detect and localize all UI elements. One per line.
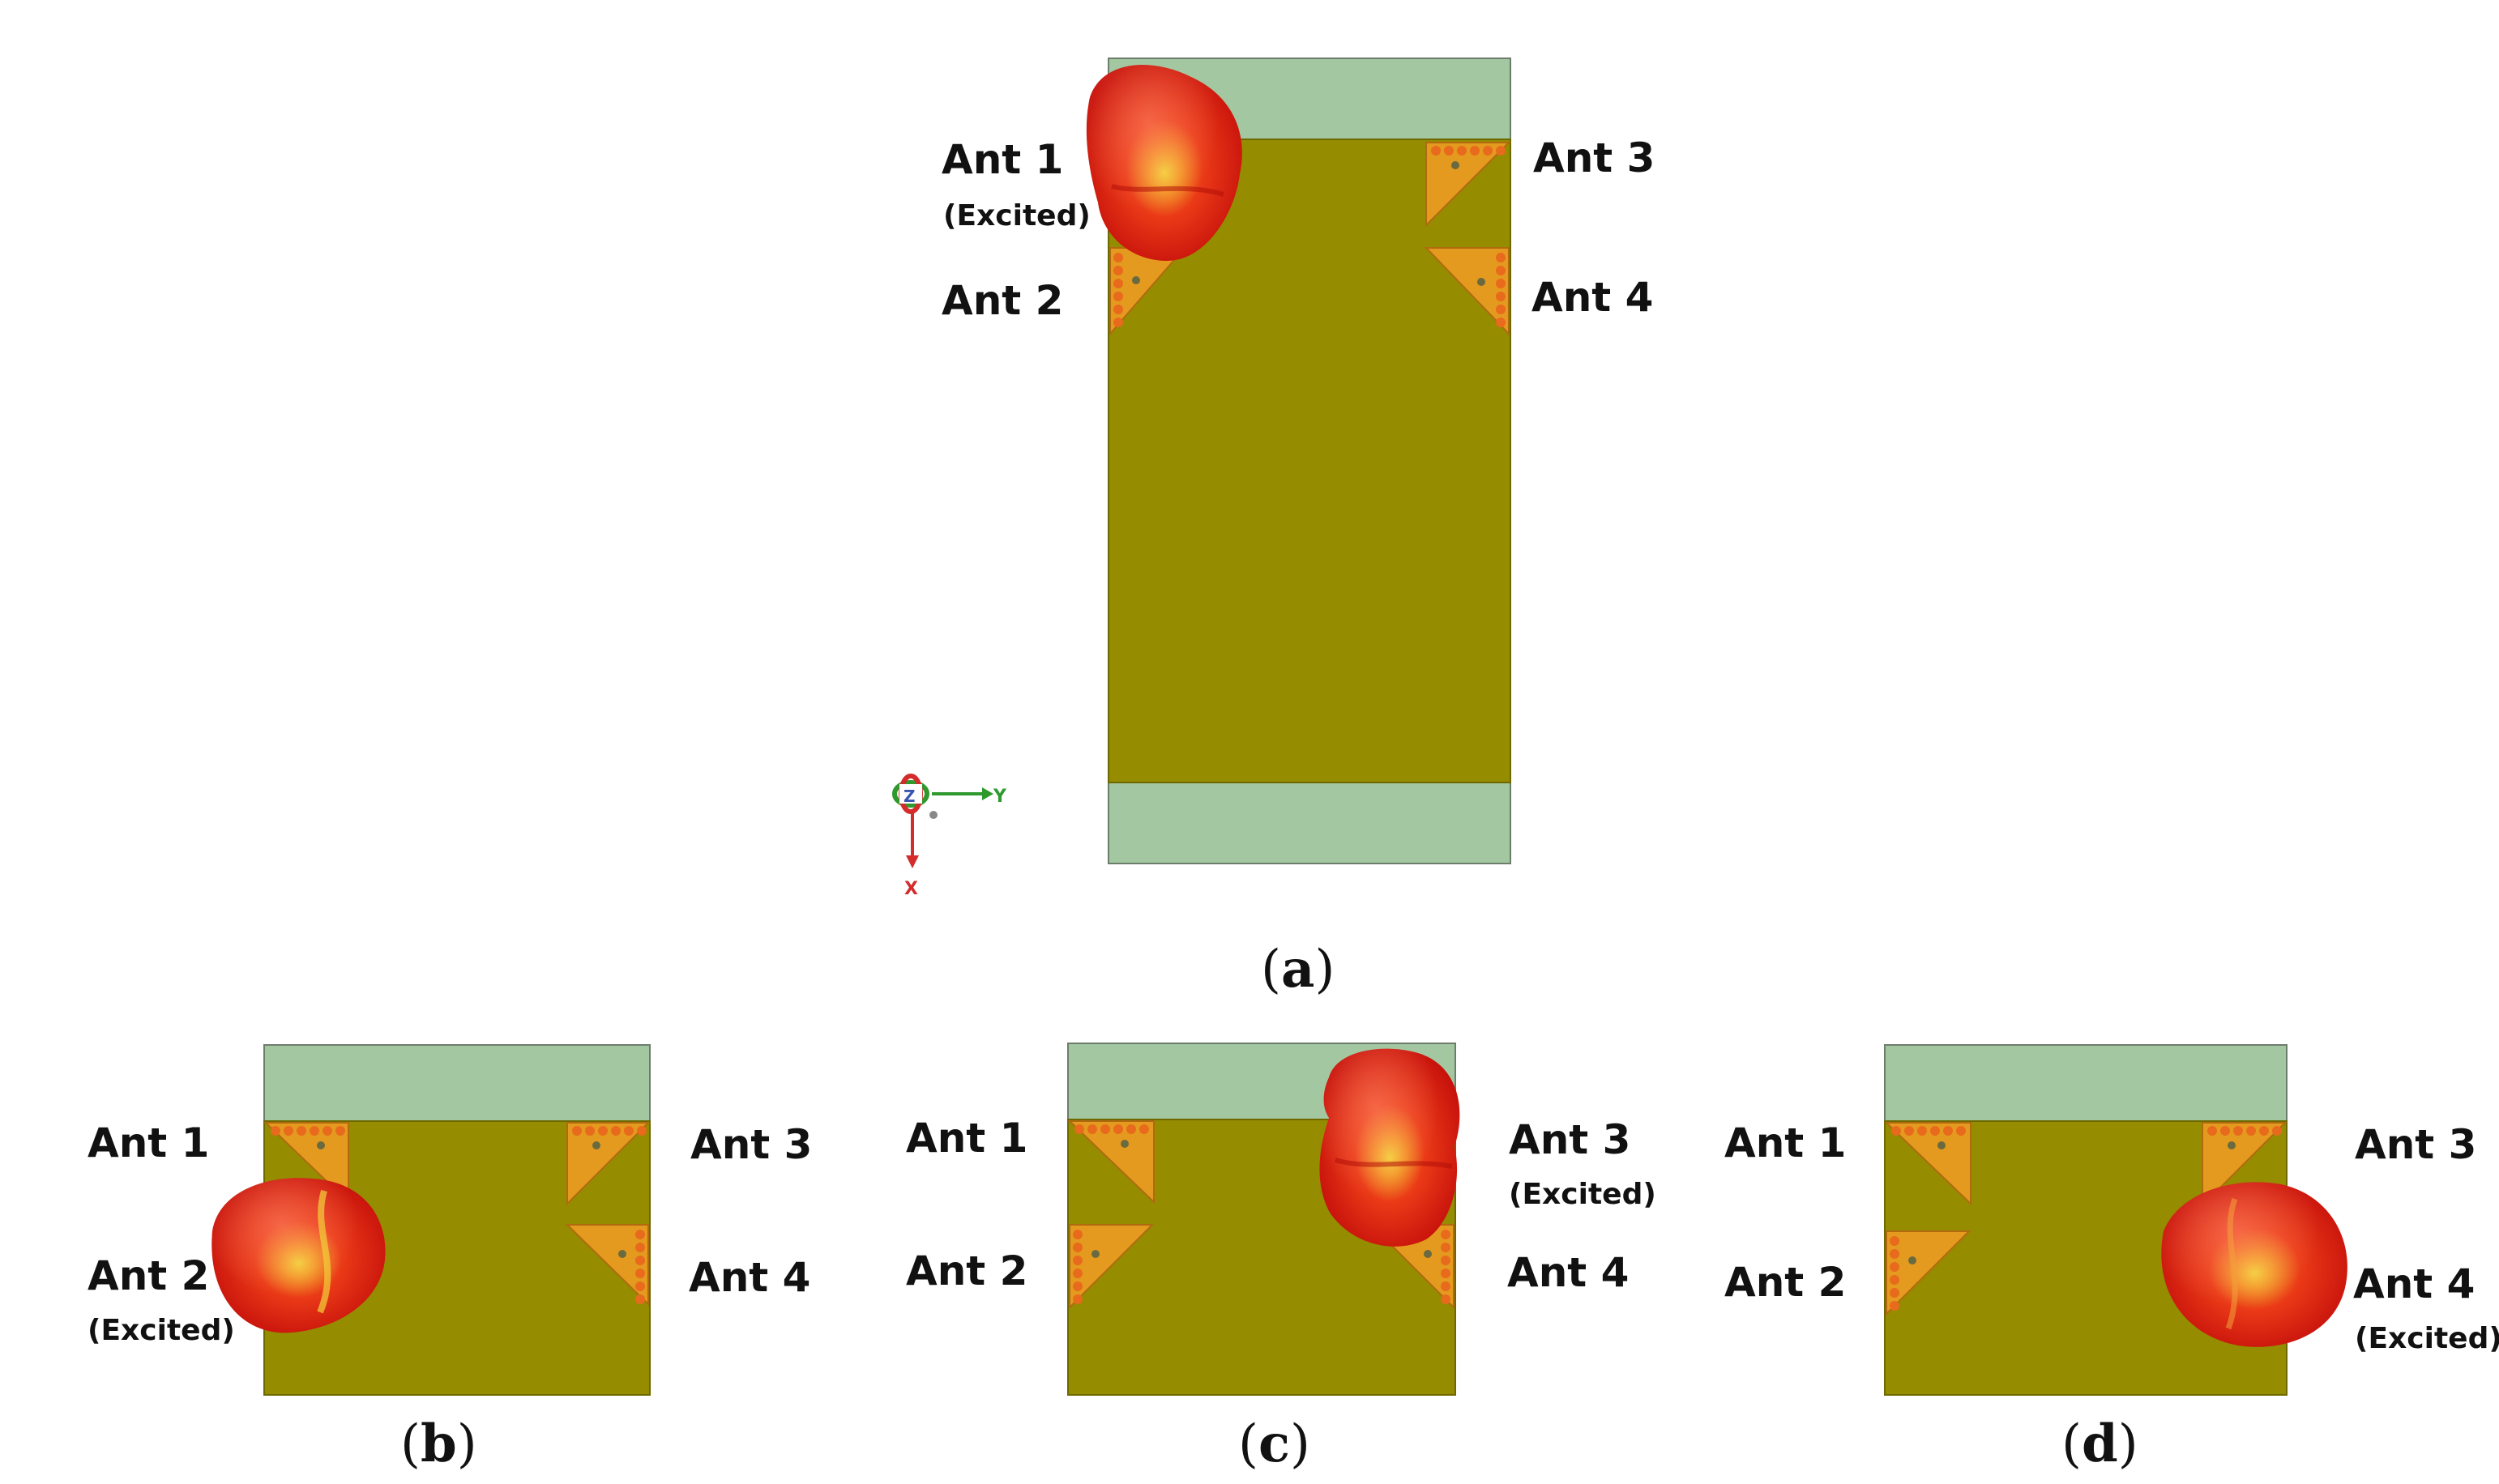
antenna-1-element [1067,1120,1155,1205]
svg-text:(b): (b) [400,1414,477,1474]
antenna-2-element [1069,1224,1155,1310]
antenna-1-element [1884,1122,1971,1206]
label-ant-3: Ant 3 [1509,1116,1630,1163]
svg-text:(c): (c) [1238,1414,1310,1474]
label-ant-4: Ant 4 [1507,1249,1629,1296]
radiation-pattern-lobe [1086,65,1242,261]
label-ant-4: Ant 4 [689,1254,810,1301]
label-ant-1: Ant 1 [942,136,1063,183]
panel-c: Ant 1 Ant 2 Ant 3 (Excited) Ant 4 (c) [906,1043,1656,1474]
label-ant-1: Ant 1 [88,1119,209,1166]
label-ant-3-excited: (Excited) [1509,1178,1656,1211]
axis-x-label: X [904,879,918,899]
panel-b: Ant 1 Ant 2 (Excited) Ant 3 Ant 4 (b) [88,1044,812,1474]
label-ant-3: Ant 3 [1533,134,1655,181]
svg-text:(d): (d) [2061,1414,2138,1474]
label-ant-1: Ant 1 [1724,1119,1846,1166]
radiation-pattern-lobe [1319,1048,1460,1247]
panel-a: Ant 1 (Excited) Ant 2 Ant 3 Ant 4 Z Y X … [892,58,1655,1000]
antenna-2-element [1886,1230,1971,1316]
label-ant-2: Ant 2 [942,277,1063,324]
caption-b: (b) [400,1414,477,1474]
label-ant-4-excited: (Excited) [2355,1322,2499,1355]
label-ant-4: Ant 4 [1531,274,1653,321]
svg-text:(a): (a) [1261,939,1335,1000]
antenna-3-element [2202,1122,2288,1208]
label-ant-1-excited: (Excited) [943,199,1091,232]
coordinate-axis-triad: Z Y X [892,774,1007,899]
radiation-pattern-lobe [2161,1182,2347,1347]
label-ant-4: Ant 4 [2353,1260,2475,1307]
antenna-3-element [1425,142,1511,228]
label-ant-2: Ant 2 [906,1247,1027,1294]
antenna-4-element [565,1224,649,1307]
caption-d: (d) [2061,1414,2138,1474]
axis-y-label: Y [993,787,1007,807]
substrate-bottom [1108,782,1511,864]
substrate-top [1884,1044,2288,1122]
axis-z-label: Z [903,787,916,806]
label-ant-2-excited: (Excited) [88,1314,235,1347]
label-ant-3: Ant 3 [690,1121,812,1168]
caption-c: (c) [1238,1414,1310,1474]
antenna-3-element [566,1122,651,1206]
label-ant-2: Ant 2 [88,1252,209,1299]
label-ant-1: Ant 1 [906,1115,1027,1162]
substrate-top [263,1044,651,1122]
radiation-pattern-lobe [211,1178,386,1333]
panel-d: Ant 1 Ant 2 Ant 3 Ant 4 (Excited) (d) [1724,1044,2499,1474]
label-ant-2: Ant 2 [1724,1259,1846,1306]
antenna-4-element [1424,247,1510,336]
label-ant-3: Ant 3 [2355,1121,2476,1168]
caption-a: (a) [1261,939,1335,1000]
